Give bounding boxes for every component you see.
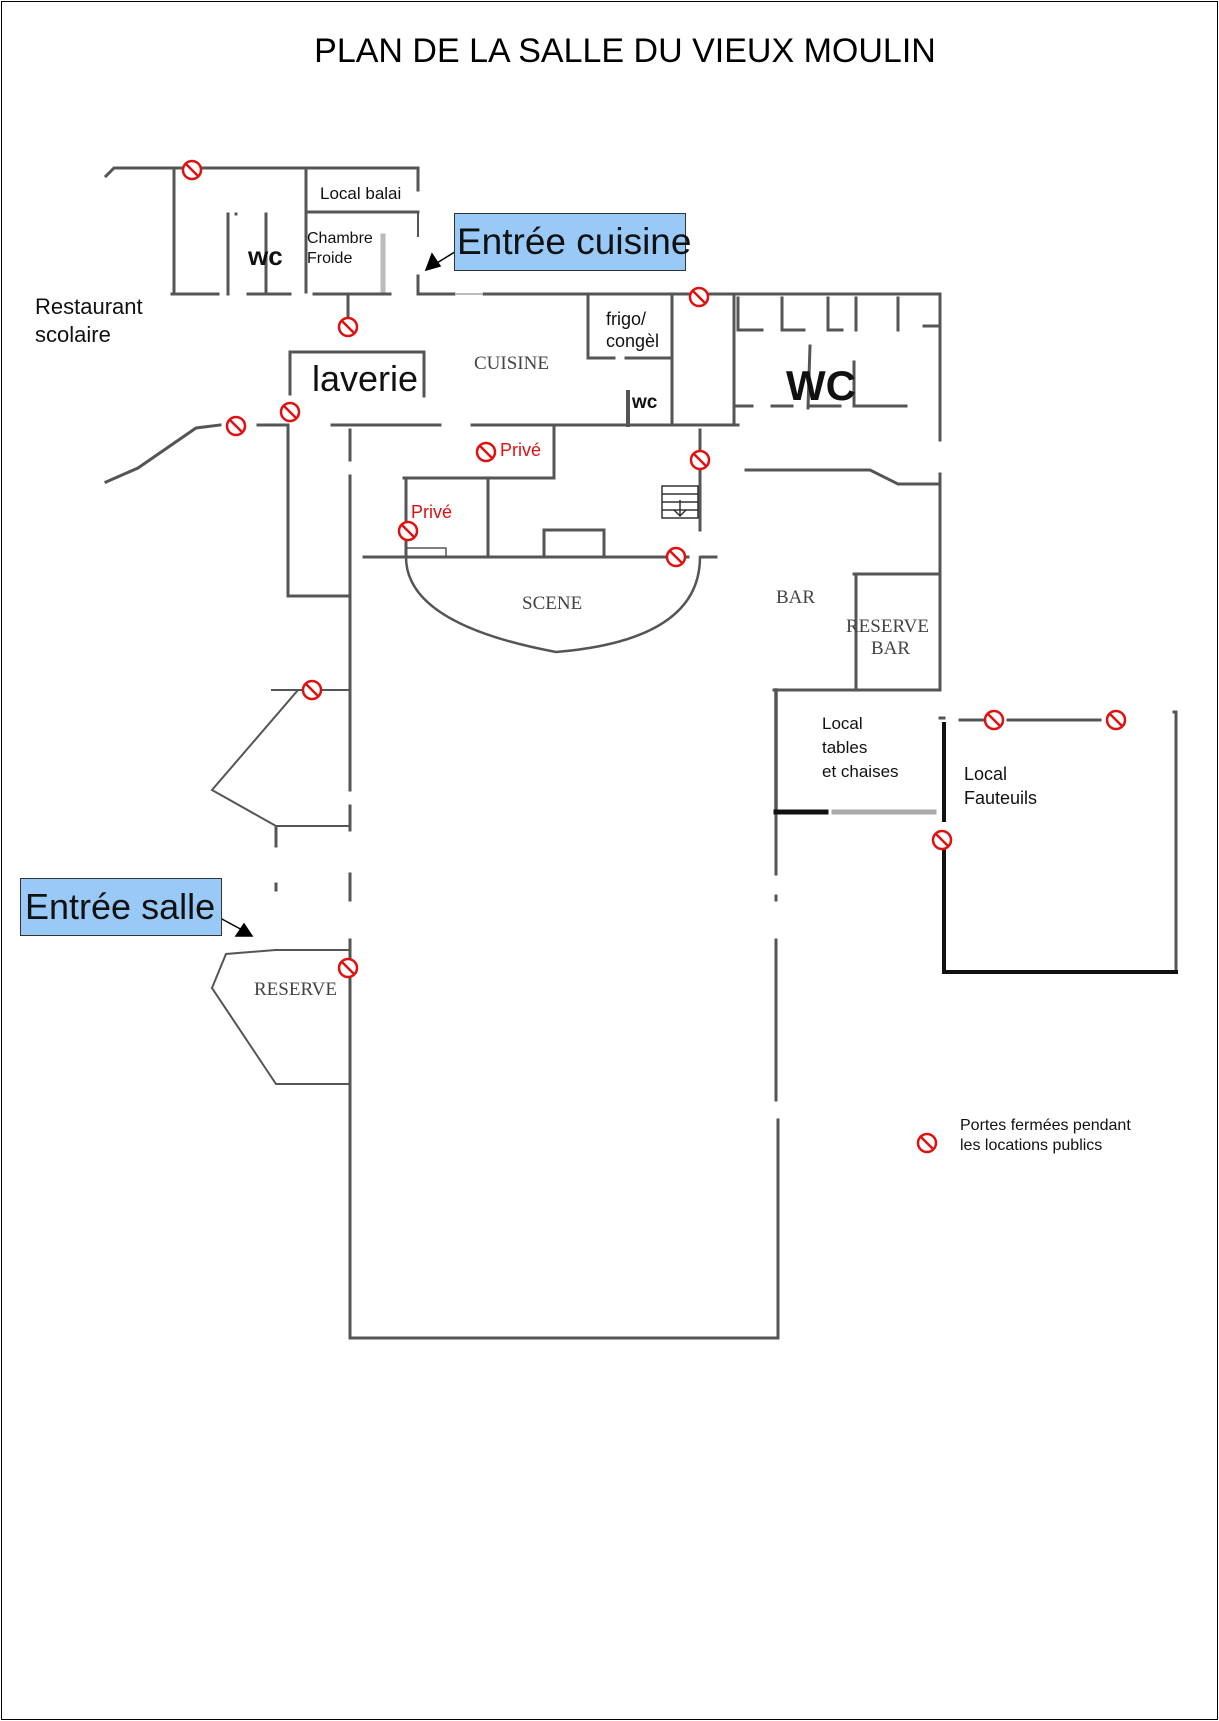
private-label-2: Privé <box>411 502 453 522</box>
no-entry-icon <box>279 401 301 423</box>
laundry-label: laverie <box>312 358 419 399</box>
tables-room-label-3: et chaises <box>822 762 899 781</box>
wc-large-label: WC <box>786 362 856 409</box>
no-entry-icon <box>983 709 1005 731</box>
storage-label: RESERVE <box>254 979 337 1000</box>
page-title: PLAN DE LA SALLE DU VIEUX MOULIN <box>314 32 936 70</box>
armchairs-room-label: Local <box>964 764 1008 784</box>
kitchen-entrance-callout: Entrée cuisine <box>454 213 691 271</box>
no-entry-icon <box>337 957 359 979</box>
walls <box>103 166 1178 1340</box>
closed-door-markers <box>181 159 1127 1154</box>
no-entry-icon <box>181 159 203 181</box>
no-entry-icon <box>916 1132 938 1154</box>
tables-room-label-2: tables <box>822 738 868 757</box>
no-entry-icon <box>337 316 359 338</box>
cold-room-label-2: Froide <box>307 250 353 267</box>
bar-label: BAR <box>776 587 816 608</box>
kitchen-label: CUISINE <box>474 353 549 374</box>
no-entry-icon <box>225 415 247 437</box>
no-entry-icon <box>689 449 711 471</box>
no-entry-icon <box>1105 709 1127 731</box>
stairs-icon <box>661 485 699 519</box>
bar-storage-label: RESERVE <box>846 616 929 637</box>
no-entry-icon <box>931 829 953 851</box>
no-entry-icon <box>475 441 497 463</box>
wc-small-label: wc <box>248 241 283 271</box>
callout-arrows <box>219 249 459 937</box>
armchairs-room-label-2: Fauteuils <box>964 788 1038 808</box>
wc-kitchen-label: wc <box>632 392 658 413</box>
legend-text: Portes fermées pendant <box>960 1117 1131 1134</box>
stage-label: SCENE <box>522 593 583 614</box>
no-entry-icon <box>688 286 710 308</box>
bar-storage-label-2: BAR <box>871 638 911 659</box>
fridge-label: frigo/ <box>606 309 647 329</box>
legend-text-2: les locations publics <box>960 1137 1103 1154</box>
cold-room-label: Chambre <box>307 230 373 247</box>
no-entry-icon <box>397 520 419 542</box>
tables-room-label: Local <box>822 714 863 733</box>
broom-closet-label: Local balai <box>320 184 402 203</box>
hall-entrance-callout: Entrée salle <box>20 878 222 936</box>
restaurant-label-2: scolaire <box>35 322 111 347</box>
fridge-label-2: congèl <box>606 331 660 351</box>
no-entry-icon <box>665 546 687 568</box>
no-entry-icon <box>301 679 323 701</box>
restaurant-label: Restaurant <box>35 294 143 319</box>
private-label-1: Privé <box>500 440 542 460</box>
